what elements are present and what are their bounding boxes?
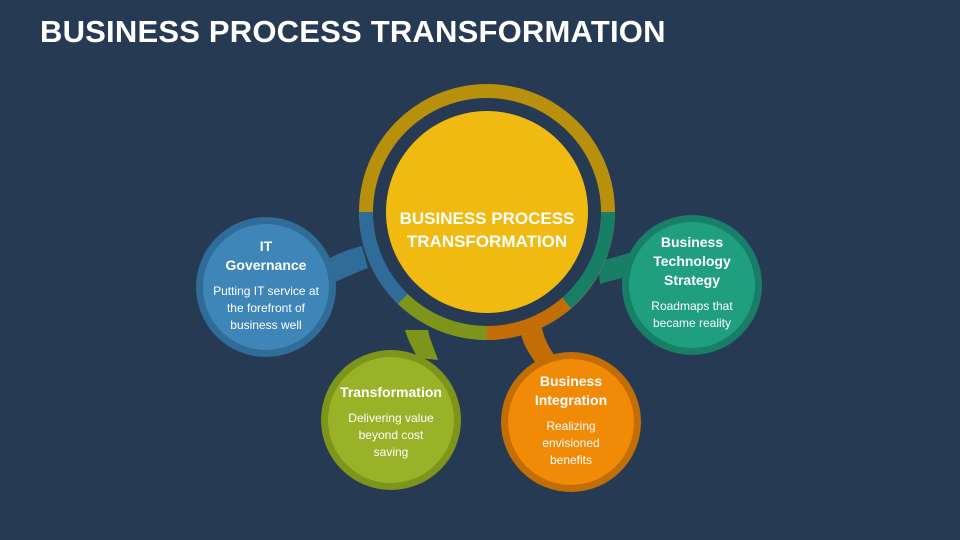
business-integration-disc xyxy=(508,359,634,485)
connector-transformation xyxy=(405,330,438,360)
node-description: Putting IT service at the forefront of b… xyxy=(213,283,319,332)
page-title: BUSINESS PROCESS TRANSFORMATION xyxy=(40,14,666,49)
transformation-disc xyxy=(328,357,454,483)
node-description: Roadmaps that became reality xyxy=(651,298,733,330)
node-it-governance: IT Governance Putting IT service at the … xyxy=(206,232,326,338)
business-technology-strategy-disc xyxy=(629,222,755,348)
node-description: Realizing envisioned benefits xyxy=(542,418,600,467)
it-governance-disc xyxy=(203,224,329,350)
node-transformation: Transformation Delivering value beyond c… xyxy=(321,384,461,460)
node-heading: Transformation xyxy=(340,384,442,400)
node-heading: Business Integration xyxy=(534,372,608,408)
node-business-technology-strategy: Business Technology Strategy Roadmaps th… xyxy=(632,230,752,334)
node-heading: Business Technology Strategy xyxy=(653,233,731,288)
connector-it-governance xyxy=(330,246,368,282)
center-disc xyxy=(386,111,588,313)
center-label: BUSINESS PROCESS TRANSFORMATION xyxy=(399,209,575,251)
node-business-integration: Business Integration Realizing envisione… xyxy=(511,370,631,470)
connector-business-integration xyxy=(520,328,555,362)
node-heading: IT Governance xyxy=(225,237,307,273)
node-description: Delivering value beyond cost saving xyxy=(348,411,434,459)
